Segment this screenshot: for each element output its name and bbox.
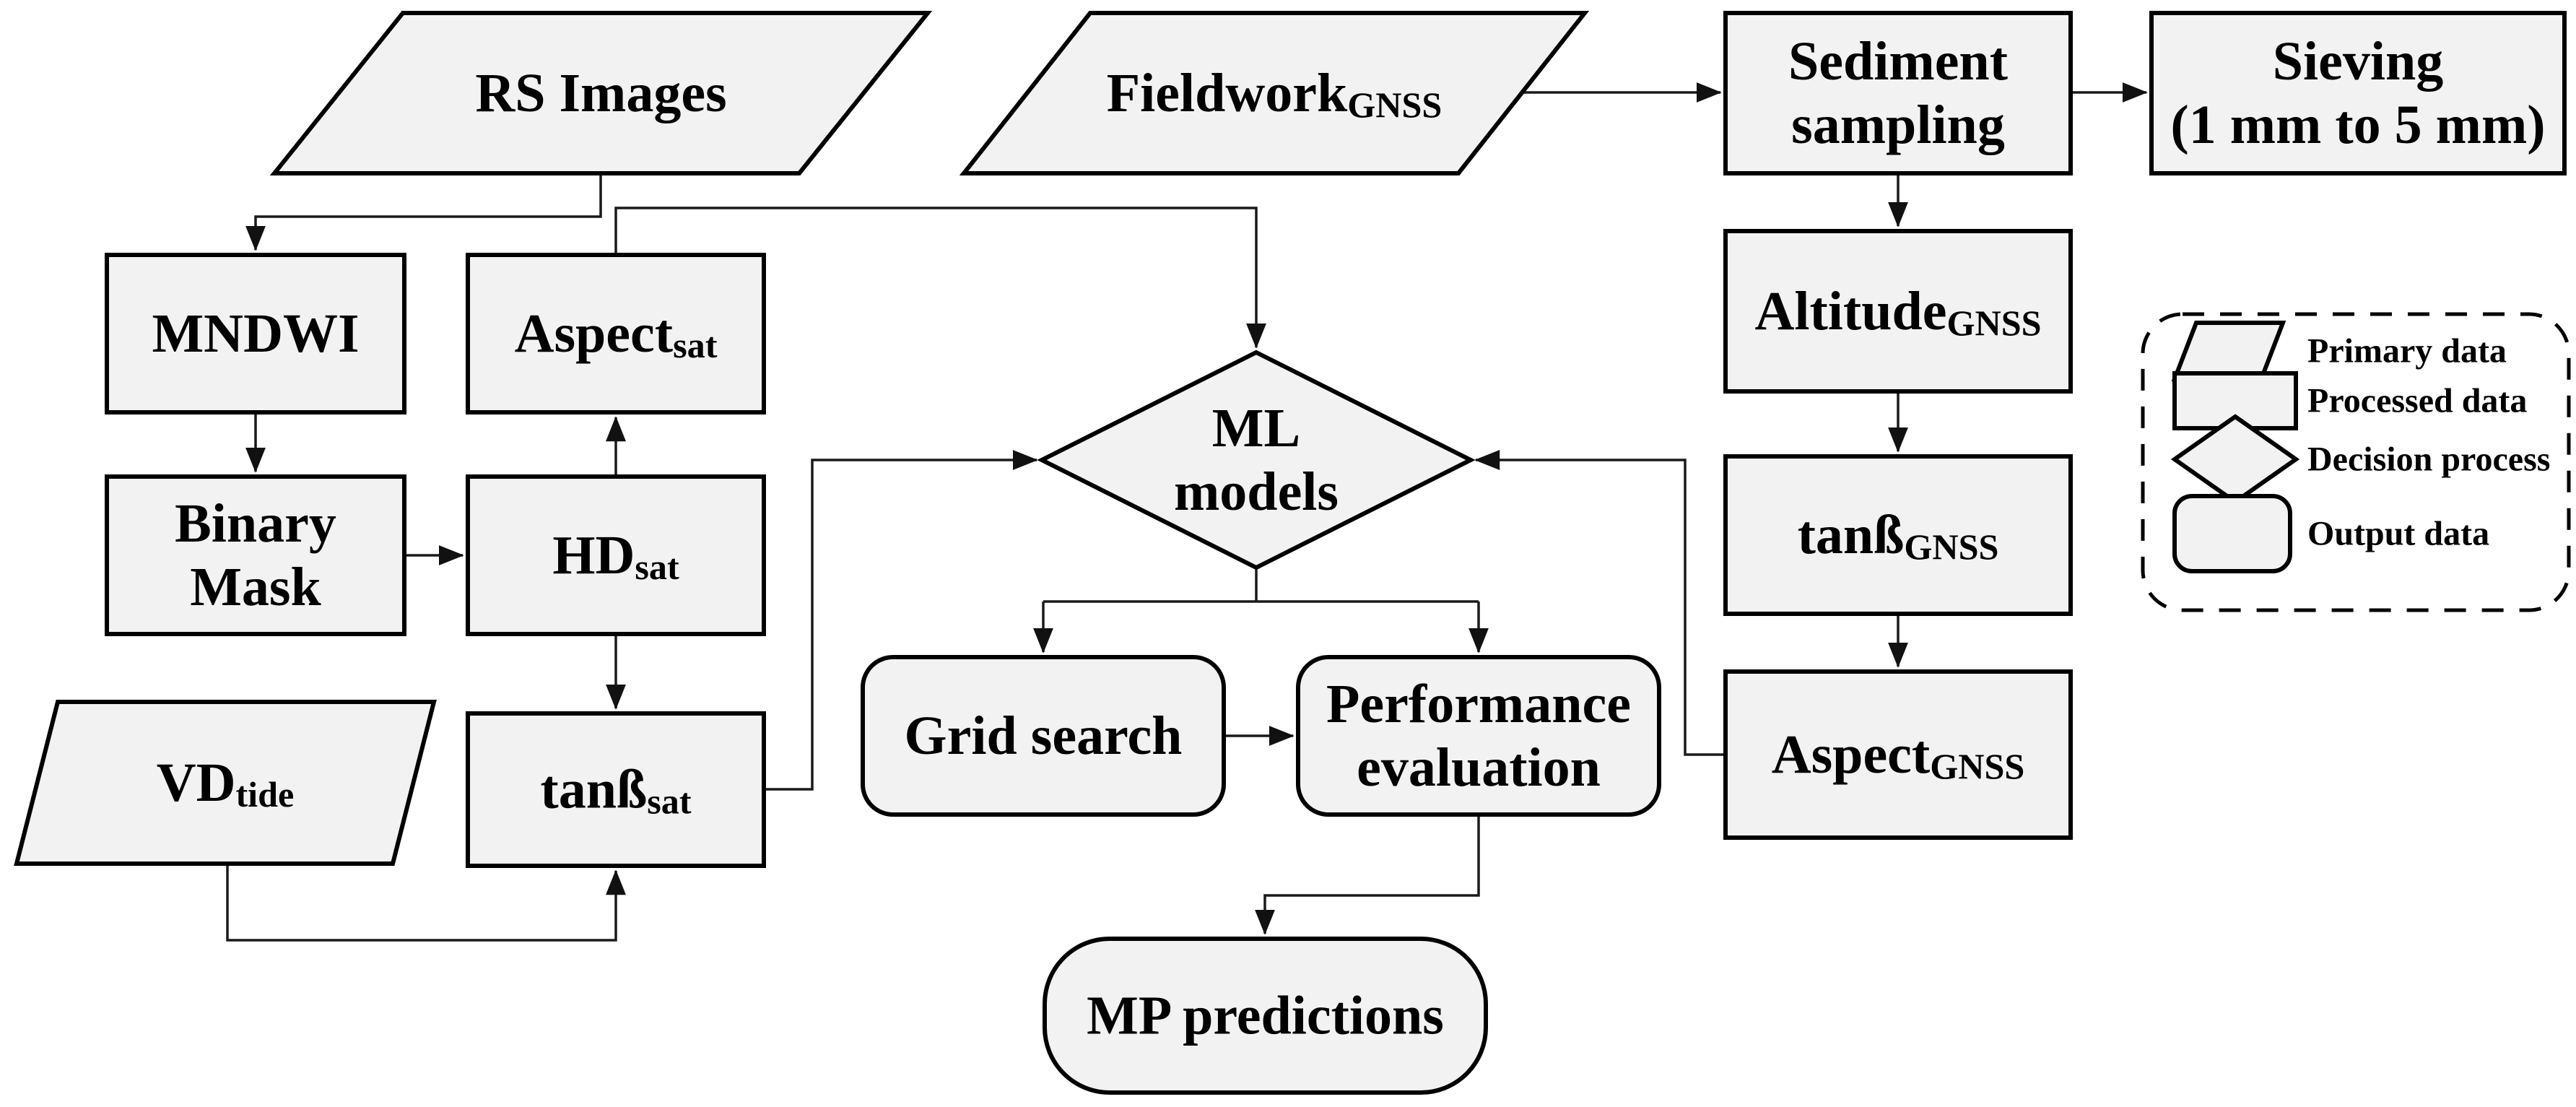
legend-label-parallelogram: Primary data — [2307, 332, 2507, 370]
sediment-sampling-label-line1: sampling — [1791, 95, 2005, 155]
binary-mask-node — [105, 474, 406, 636]
aspect-sat-label-main: Aspect — [515, 303, 674, 364]
legend-swatch-parallelogram — [2171, 321, 2286, 381]
performance-evaluation-to-mp-predictions-connector — [1255, 815, 1480, 935]
aspect-gnss-label-subscript: GNSS — [1930, 746, 2024, 786]
hd-sat-node — [466, 474, 766, 636]
aspect-gnss-label: AspectGNSS — [1772, 724, 2025, 786]
performance-evaluation-label-line0: Performance — [1326, 674, 1631, 734]
performance-evaluation-label-line1: evaluation — [1357, 737, 1601, 798]
rs-images-label: RS Images — [475, 63, 726, 123]
sediment-sampling-label-line0: Sediment — [1788, 31, 2008, 92]
legend-swatch-rounded — [2172, 494, 2292, 573]
sieving-node — [2149, 11, 2567, 175]
mp-predictions-node — [1043, 937, 1488, 1095]
legend-border — [2141, 312, 2571, 612]
altitude-gnss-label-main: Altitude — [1754, 281, 1946, 342]
sieving-label-line1: (1 mm to 5 mm) — [2170, 95, 2545, 155]
legend-label-diamond: Decision process — [2307, 440, 2550, 479]
tanb-sat-label-subscript: sat — [647, 781, 692, 822]
tanb-gnss-label-main: tanß — [1798, 505, 1905, 565]
aspect-gnss-to-ml-models-connector — [1474, 450, 1726, 756]
aspect-gnss-label-main: Aspect — [1772, 724, 1931, 785]
ml-models-node — [1037, 350, 1476, 570]
aspect-gnss-node — [1723, 669, 2073, 840]
hd-sat-label: HDsat — [552, 525, 679, 587]
rs-images-to-mndwi-connector — [245, 173, 602, 251]
hd-sat-label-main: HD — [552, 525, 635, 586]
ml-models-label-line0: ML — [1212, 398, 1300, 459]
altitude-gnss-label-subscript: GNSS — [1946, 303, 2041, 343]
grid-search-node — [861, 655, 1226, 817]
sediment-sampling-node — [1723, 11, 2073, 175]
fieldwork-gnss-node — [959, 11, 1590, 175]
aspect-sat-to-ml-models-connector — [614, 207, 1266, 349]
tanb-sat-to-ml-models-connector — [764, 450, 1038, 791]
tanb-gnss-node — [1723, 454, 2073, 616]
tanb-sat-label-main: tanß — [540, 760, 647, 820]
tanb-gnss-label: tanßGNSS — [1798, 505, 1999, 567]
altitude-gnss-label: AltitudeGNSS — [1754, 281, 2041, 343]
sieving-label-line0: Sieving — [2273, 31, 2444, 92]
aspect-sat-node — [466, 253, 766, 414]
aspect-sat-label-subscript: sat — [673, 325, 718, 365]
tanb-sat-node — [466, 711, 766, 868]
binary-mask-label-line1: Mask — [190, 557, 321, 617]
performance-evaluation-node — [1296, 655, 1661, 817]
vd-tide-label: VDtide — [157, 752, 295, 815]
fieldwork-gnss-label: FieldworkGNSS — [1107, 63, 1443, 125]
tanb-sat-label: tanßsat — [540, 760, 691, 822]
binary-mask-label-line0: Binary — [175, 493, 336, 554]
mndwi-node — [105, 253, 406, 414]
ml-models-label-line1: models — [1174, 461, 1339, 522]
tanb-gnss-label-subscript: GNSS — [1904, 526, 1998, 567]
vd-tide-to-tanb-sat-connector — [226, 864, 626, 942]
aspect-sat-label: Aspectsat — [515, 303, 718, 365]
legend-label-rounded: Output data — [2307, 515, 2489, 553]
mndwi-label: MNDWI — [152, 303, 359, 364]
hd-sat-label-subscript: sat — [635, 547, 679, 587]
mp-predictions-label: MP predictions — [1087, 986, 1444, 1046]
rs-images-node — [269, 11, 933, 175]
vd-tide-node — [14, 700, 437, 866]
altitude-gnss-node — [1723, 229, 2073, 394]
vd-tide-label-main: VD — [157, 752, 236, 813]
legend-label-rect: Processed data — [2307, 382, 2527, 420]
fieldwork-gnss-label-subscript: GNSS — [1347, 84, 1442, 125]
grid-search-label: Grid search — [905, 706, 1183, 766]
fieldwork-gnss-label-main: Fieldwork — [1107, 63, 1348, 123]
connector-layer — [226, 82, 2148, 942]
vd-tide-label-subscript: tide — [235, 774, 294, 815]
